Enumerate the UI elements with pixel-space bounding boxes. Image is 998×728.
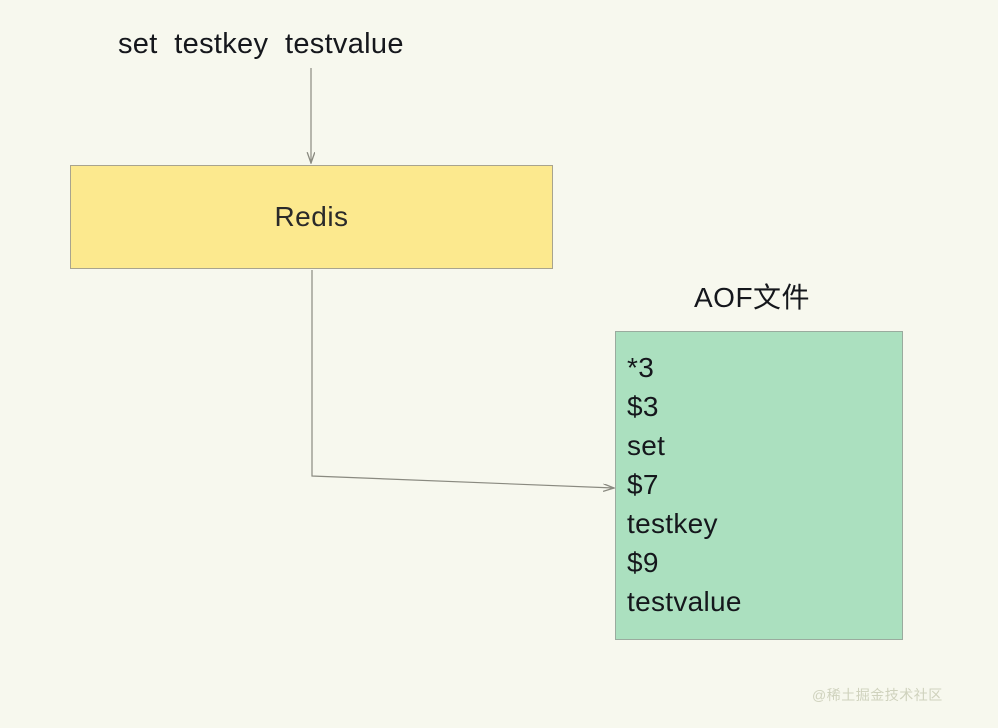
- aof-line: $9: [627, 547, 659, 578]
- aof-line: testkey: [627, 508, 718, 539]
- watermark: @稀土掘金技术社区: [812, 687, 943, 703]
- aof-line: $7: [627, 469, 659, 500]
- command-text: set testkey testvalue: [118, 28, 404, 60]
- aof-line: *3: [627, 352, 655, 383]
- aof-file-node[interactable]: *3 $3 set $7 testkey $9 testvalue: [615, 331, 903, 640]
- aof-line: set: [627, 430, 666, 461]
- aof-file-title: AOF文件: [694, 282, 811, 313]
- arrow-redis-to-aof: [311, 270, 614, 488]
- redis-node[interactable]: Redis: [70, 165, 553, 269]
- aof-line: testvalue: [627, 586, 742, 617]
- redis-node-label: Redis: [274, 201, 349, 232]
- aof-line: $3: [627, 391, 659, 422]
